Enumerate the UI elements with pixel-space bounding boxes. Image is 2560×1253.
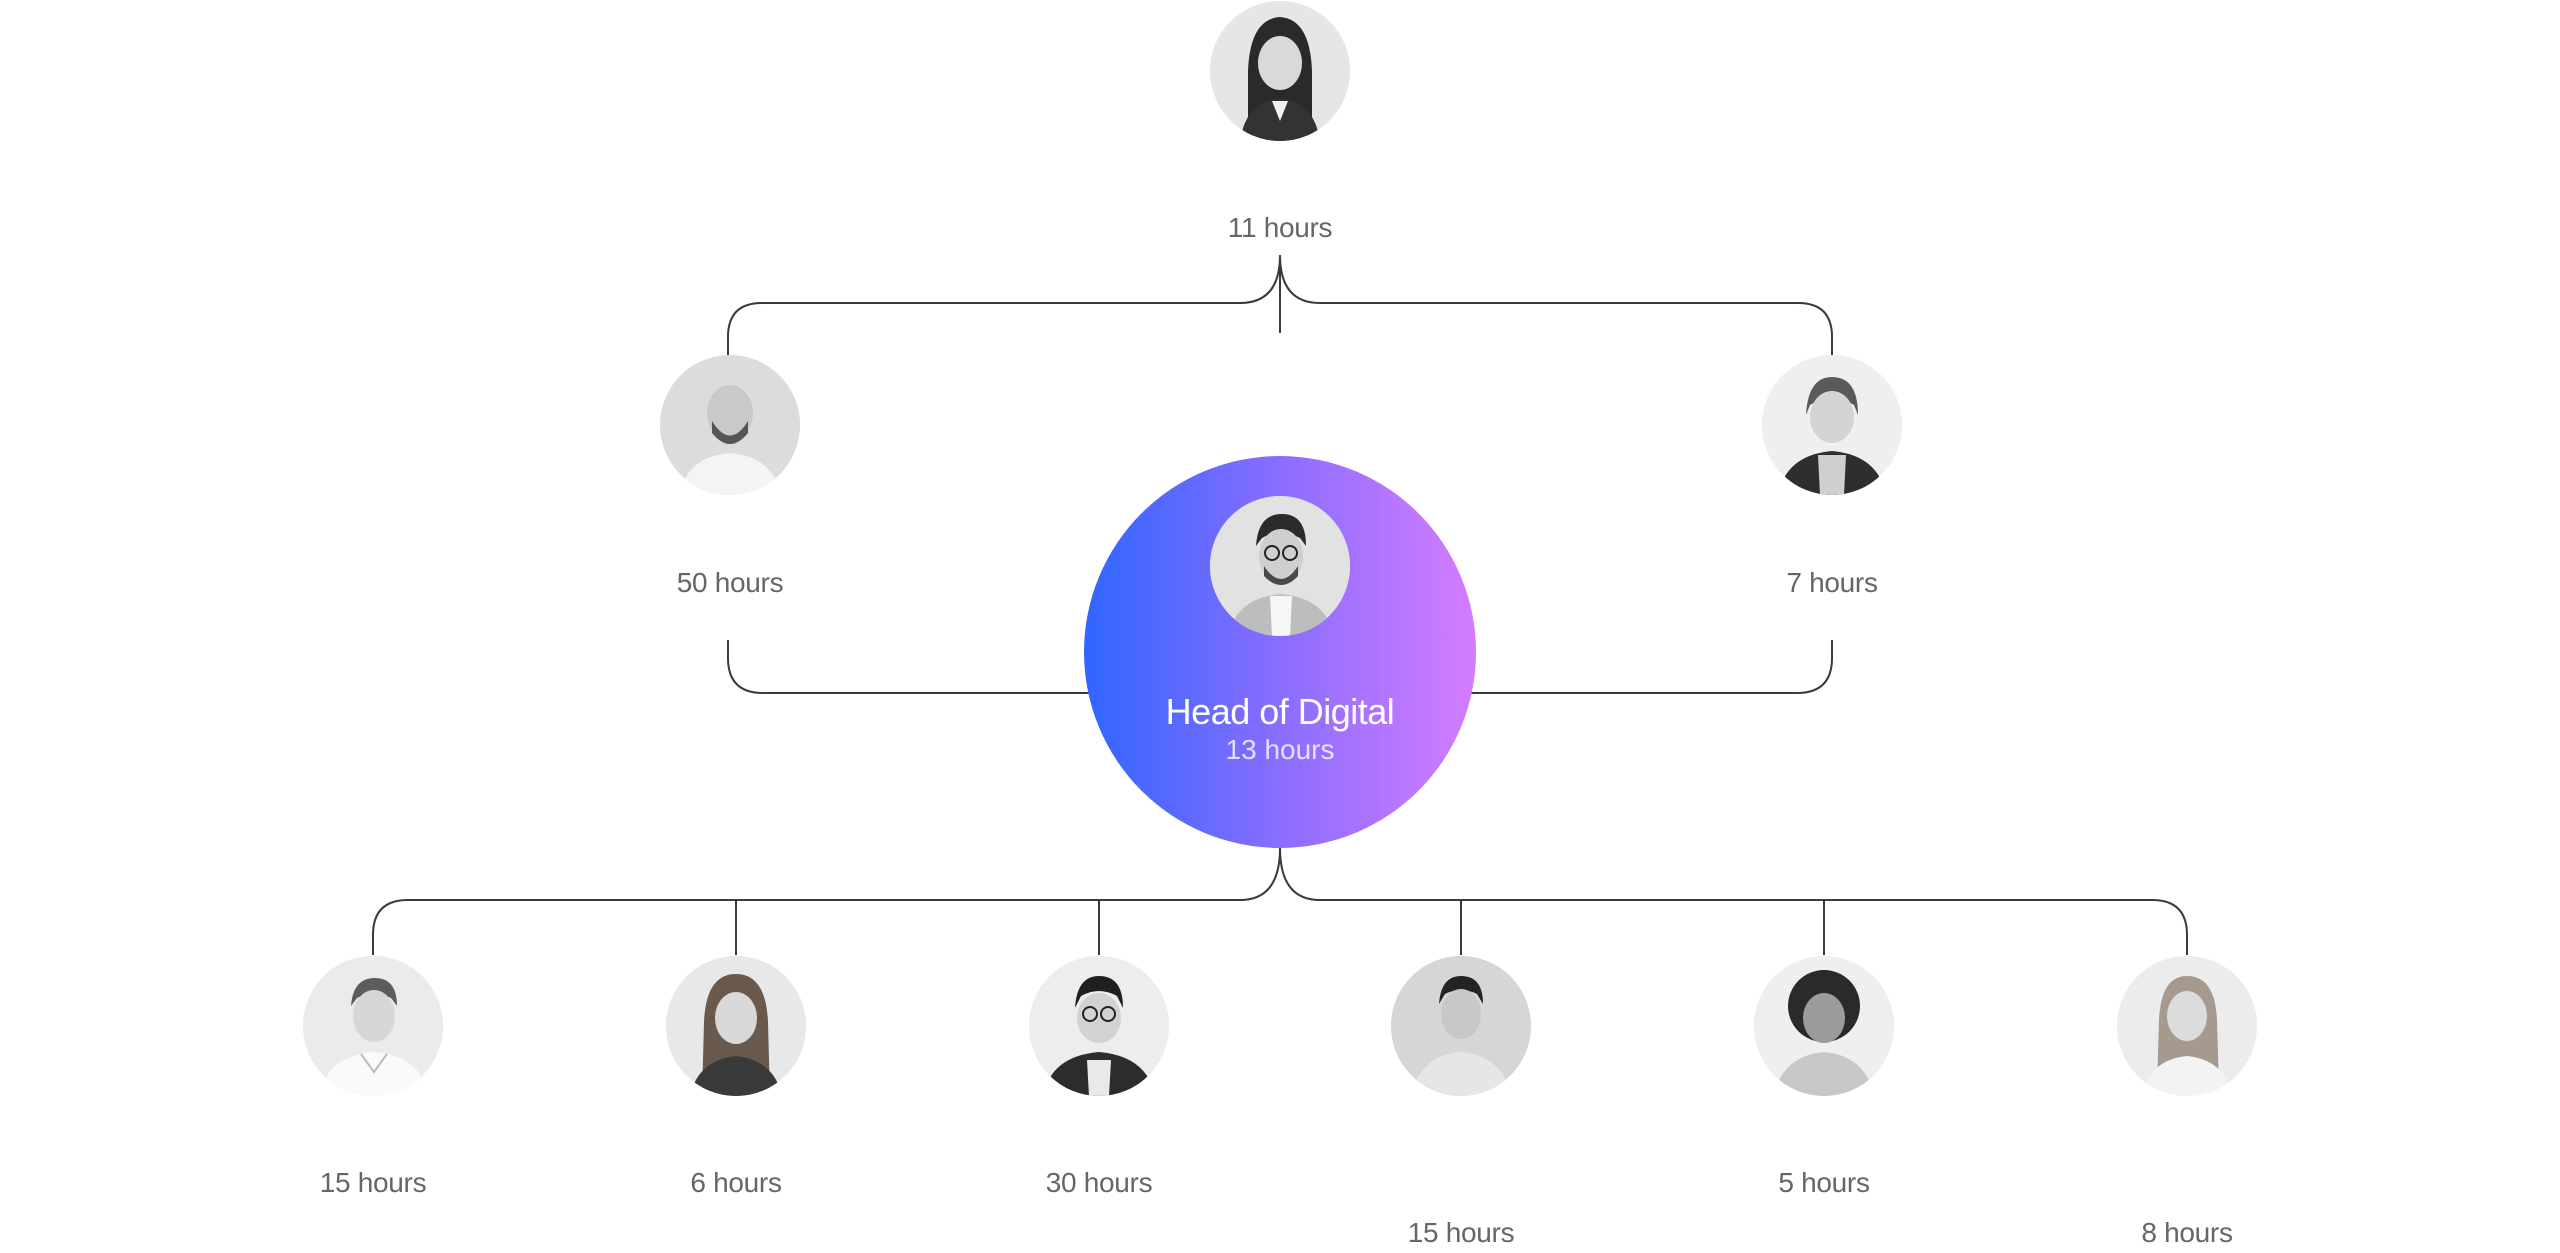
person-long-hair-avatar [1210,1,1350,141]
head-of-digital-node[interactable]: Head of Digital 13 hours [1084,456,1476,848]
person-curly-hair-avatar [1754,956,1894,1096]
person-glasses-jacket-avatar [1029,956,1169,1096]
person-short-hair-avatar [1762,355,1902,495]
center-avatar[interactable] [1210,495,1350,636]
peer-hours-label-right: 7 hours [1786,567,1878,598]
center-title: Head of Digital [1165,691,1395,733]
connector-center-to-reports [372,847,2188,955]
person-shirt-avatar [303,956,443,1096]
report-hours-label-4: 15 hours [1407,1217,1515,1248]
report-hours-label-3: 30 hours [1045,1167,1153,1198]
top-hours-label: 11 hours [1227,212,1333,243]
report-hours-label-1: 15 hours [319,1167,427,1198]
peer-hours-label-left: 50 hours [676,567,784,598]
report-hours-label-2: 6 hours [690,1167,782,1198]
report-hours-label-5: 5 hours [1778,1167,1870,1198]
report-avatar-5[interactable] [1754,956,1894,1096]
connector-center-to-left-peer [727,640,1093,694]
peer-avatar-right[interactable] [1762,355,1902,495]
report-avatar-2[interactable] [666,956,806,1096]
report-avatar-6[interactable] [2117,956,2257,1096]
report-avatar-3[interactable] [1029,956,1169,1096]
report-hours-label-6: 8 hours [2141,1217,2233,1248]
center-hours: 13 hours [1225,734,1335,766]
top-avatar[interactable] [1210,1,1350,141]
person-blonde-avatar [2117,956,2257,1096]
person-bald-avatar [660,355,800,495]
report-avatar-1[interactable] [303,956,443,1096]
person-wavy-hair-avatar [666,956,806,1096]
person-collar-avatar [1391,956,1531,1096]
person-glasses-avatar [1210,495,1350,636]
connector-center-to-right-peer [1467,640,1833,694]
peer-avatar-left[interactable] [660,355,800,495]
report-avatar-4[interactable] [1391,956,1531,1096]
